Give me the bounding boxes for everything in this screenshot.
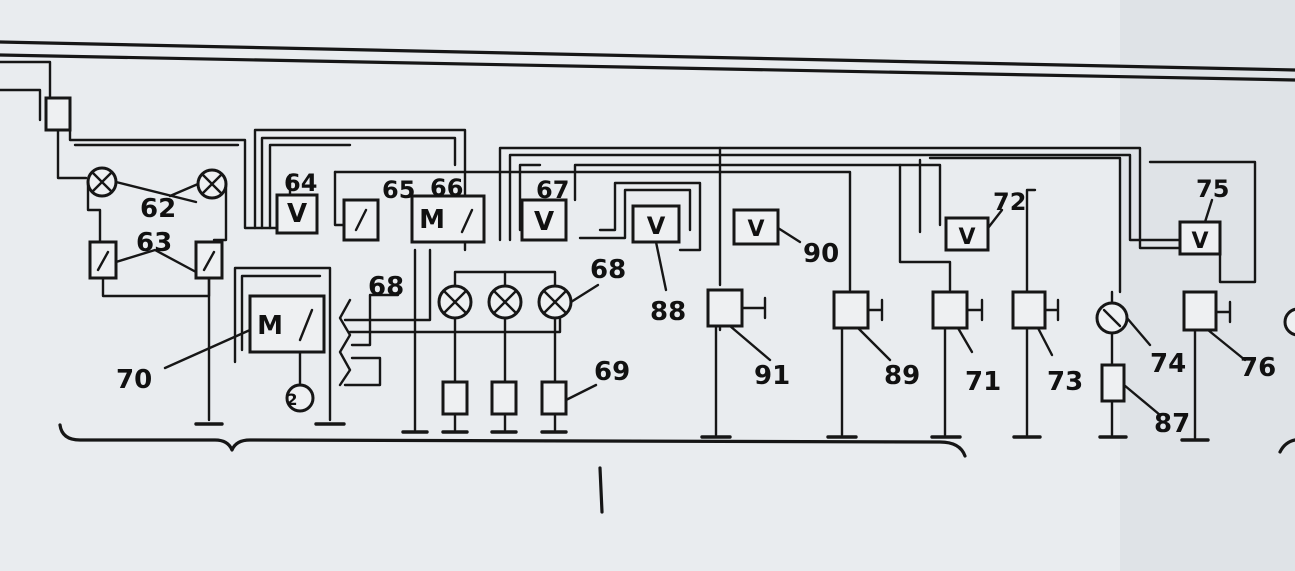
label-64: 64 bbox=[284, 169, 317, 197]
label-75: 75 bbox=[1196, 175, 1229, 203]
relay-90-symbol: V bbox=[747, 217, 764, 242]
switch-69-a bbox=[441, 380, 469, 416]
switch-69-c bbox=[540, 380, 568, 416]
sensor-89 bbox=[832, 290, 870, 330]
label-89: 89 bbox=[884, 361, 920, 391]
label-68-right: 68 bbox=[590, 255, 626, 285]
relay-75 bbox=[1178, 220, 1222, 256]
harness-left bbox=[0, 60, 292, 230]
sensors-right bbox=[700, 163, 1295, 442]
unit-70 bbox=[248, 294, 326, 354]
switches-63 bbox=[88, 240, 224, 426]
label-69: 69 bbox=[594, 357, 630, 387]
label-66: 66 bbox=[430, 174, 463, 202]
label-70: 70 bbox=[116, 365, 152, 395]
relay-75-symbol: V bbox=[1191, 229, 1208, 254]
group-brace bbox=[58, 423, 1295, 514]
label-72: 72 bbox=[993, 188, 1026, 216]
label-63: 63 bbox=[136, 228, 172, 258]
label-67: 67 bbox=[536, 176, 569, 204]
gauge-2-label: 2 bbox=[286, 390, 297, 409]
sensor-91 bbox=[706, 288, 744, 328]
label-68-left: 68 bbox=[368, 272, 404, 302]
relay-90 bbox=[732, 208, 780, 246]
label-87: 87 bbox=[1154, 409, 1190, 439]
unit-70-symbol: M bbox=[257, 311, 283, 341]
label-91: 91 bbox=[754, 361, 790, 391]
relay-72 bbox=[944, 216, 990, 252]
relay-64 bbox=[275, 193, 319, 235]
fuse-87 bbox=[1100, 363, 1126, 403]
label-62: 62 bbox=[140, 194, 176, 224]
group-label: I bbox=[594, 474, 609, 520]
gauge-2 bbox=[285, 383, 315, 413]
sensor-71 bbox=[931, 290, 969, 330]
relay-72-symbol: V bbox=[958, 225, 975, 250]
relay-67 bbox=[520, 198, 568, 242]
label-71: 71 bbox=[965, 367, 1001, 397]
label-73: 73 bbox=[1047, 367, 1083, 397]
lamps-62 bbox=[86, 166, 228, 247]
paper-fold bbox=[1120, 0, 1295, 571]
switches-69 bbox=[441, 380, 598, 434]
unit-66 bbox=[410, 194, 486, 244]
label-76: 76 bbox=[1240, 353, 1276, 383]
lamp-edge bbox=[1283, 307, 1295, 337]
main-bus bbox=[0, 40, 1295, 82]
relay-67-symbol: V bbox=[534, 207, 554, 237]
switch-69-b bbox=[490, 380, 518, 416]
harness-middle bbox=[253, 128, 1182, 294]
sensor-76 bbox=[1182, 290, 1218, 332]
sensor-73 bbox=[1011, 290, 1047, 330]
label-90: 90 bbox=[803, 239, 839, 269]
lamps-68 bbox=[437, 270, 600, 384]
connector-block bbox=[44, 96, 72, 132]
label-74: 74 bbox=[1150, 349, 1186, 379]
relay-64-symbol: V bbox=[287, 199, 307, 229]
unit-66-symbol: M bbox=[419, 205, 445, 235]
label-88: 88 bbox=[650, 297, 686, 327]
label-65: 65 bbox=[382, 176, 415, 204]
unit-70-assembly: M bbox=[163, 266, 346, 426]
relay-88-symbol: V bbox=[647, 212, 666, 240]
